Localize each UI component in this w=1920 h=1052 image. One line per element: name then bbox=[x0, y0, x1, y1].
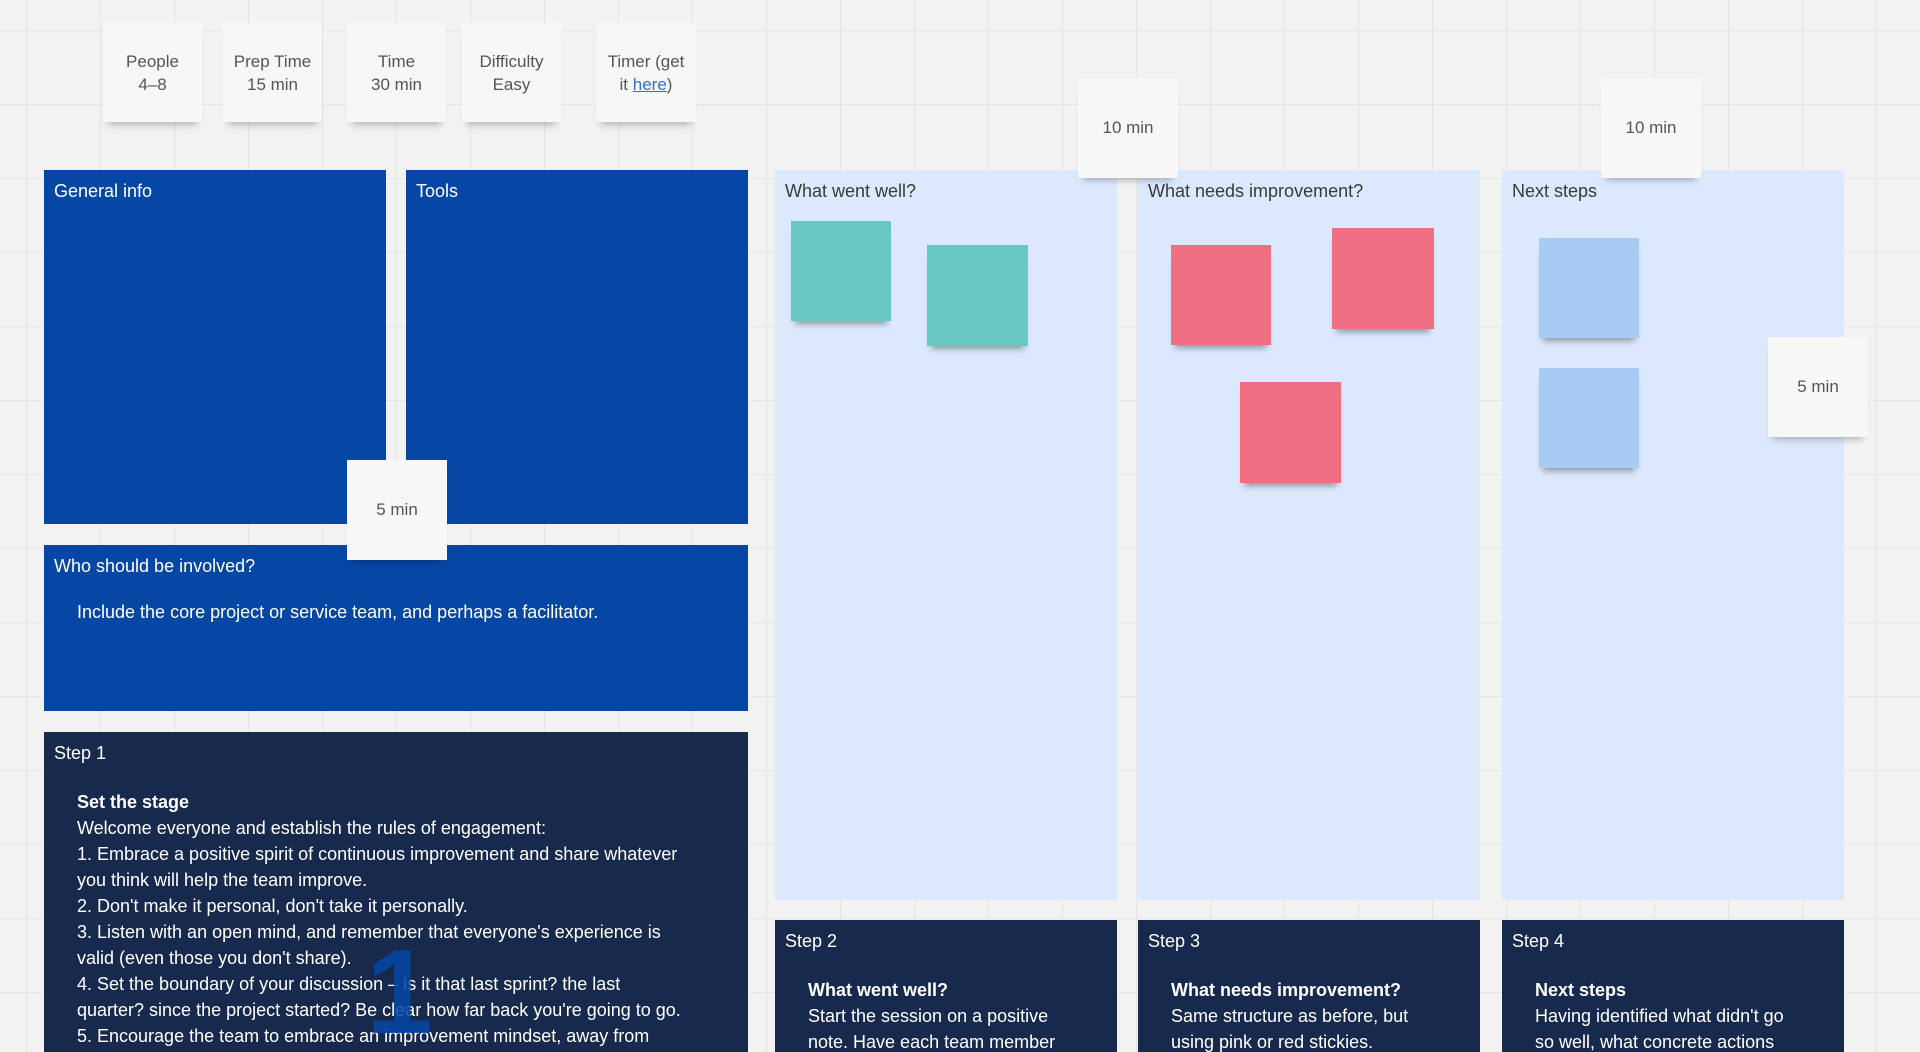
time-note-10min-next-steps[interactable]: 10 min bbox=[1601, 78, 1701, 178]
step-heading: What needs improvement? bbox=[1171, 980, 1402, 1000]
info-note-label: Prep Time bbox=[233, 51, 312, 71]
frame-step-3[interactable]: Step 3 What needs improvement? Same stru… bbox=[1138, 920, 1480, 1052]
info-note-value: 15 min bbox=[246, 74, 299, 94]
time-note-5min-center[interactable]: 5 min bbox=[347, 460, 447, 560]
info-note-people[interactable]: People 4–8 bbox=[103, 23, 202, 122]
sticky-note-pink[interactable] bbox=[1332, 228, 1434, 329]
frame-title: Step 3 bbox=[1148, 931, 1201, 951]
step-heading: Next steps bbox=[1535, 980, 1627, 1000]
step-heading: What went well? bbox=[808, 980, 949, 1000]
frame-title: Next steps bbox=[1512, 181, 1598, 201]
sticky-note-blue[interactable] bbox=[1539, 238, 1639, 338]
frame-title: Step 4 bbox=[1512, 931, 1565, 951]
frame-step-1[interactable]: Step 1 Set the stage Welcome everyone an… bbox=[44, 732, 748, 1052]
timer-link[interactable]: here bbox=[632, 74, 667, 94]
who-body-text: Include the core project or service team… bbox=[77, 602, 599, 622]
frame-tools[interactable]: Tools bbox=[406, 170, 748, 524]
time-note-10min-went-well[interactable]: 10 min bbox=[1078, 78, 1178, 178]
frame-title: Step 2 bbox=[785, 931, 838, 951]
step-1-text: Set the stage Welcome everyone and estab… bbox=[77, 789, 724, 1049]
step-3-text: What needs improvement? Same structure a… bbox=[1171, 977, 1456, 1052]
frame-title: Step 1 bbox=[54, 743, 107, 763]
info-note-label: Time bbox=[377, 51, 416, 71]
frame-title: What went well? bbox=[785, 181, 917, 201]
step-4-text: Next steps Having identified what didn't… bbox=[1535, 977, 1820, 1052]
info-note-label: Difficulty bbox=[479, 51, 544, 71]
frame-title: Who should be involved? bbox=[54, 556, 256, 576]
timer-note-line1: Timer (get bbox=[607, 51, 685, 71]
sticky-note-pink[interactable] bbox=[1240, 382, 1341, 483]
frame-step-2[interactable]: Step 2 What went well? Start the session… bbox=[775, 920, 1117, 1052]
frame-general-info[interactable]: General info bbox=[44, 170, 386, 524]
sticky-note-teal[interactable] bbox=[927, 245, 1028, 346]
info-note-label: People bbox=[126, 51, 179, 71]
sticky-note-teal[interactable] bbox=[791, 221, 891, 321]
frame-title: What needs improvement? bbox=[1148, 181, 1364, 201]
frame-title: Tools bbox=[416, 181, 459, 201]
frame-step-4[interactable]: Step 4 Next steps Having identified what… bbox=[1502, 920, 1844, 1052]
frame-title: General info bbox=[54, 181, 153, 201]
info-note-difficulty[interactable]: Difficulty Easy bbox=[462, 23, 561, 122]
info-note-prep-time[interactable]: Prep Time 15 min bbox=[223, 23, 322, 122]
info-note-time[interactable]: Time 30 min bbox=[347, 23, 446, 122]
timer-note-line2: it here) bbox=[619, 74, 673, 94]
time-note-5min-right[interactable]: 5 min bbox=[1768, 337, 1868, 437]
step-number-watermark: 1 bbox=[366, 925, 433, 1052]
sticky-note-blue[interactable] bbox=[1539, 368, 1639, 468]
sticky-note-pink[interactable] bbox=[1171, 245, 1271, 345]
info-note-timer[interactable]: Timer (get it here) bbox=[596, 23, 696, 122]
step-heading: Set the stage bbox=[77, 792, 190, 812]
frame-who-should-be-involved[interactable]: Who should be involved? Include the core… bbox=[44, 545, 748, 711]
info-note-value: 4–8 bbox=[138, 74, 167, 94]
info-note-value: 30 min bbox=[370, 74, 423, 94]
info-note-value: Easy bbox=[492, 74, 531, 94]
step-2-text: What went well? Start the session on a p… bbox=[808, 977, 1093, 1052]
